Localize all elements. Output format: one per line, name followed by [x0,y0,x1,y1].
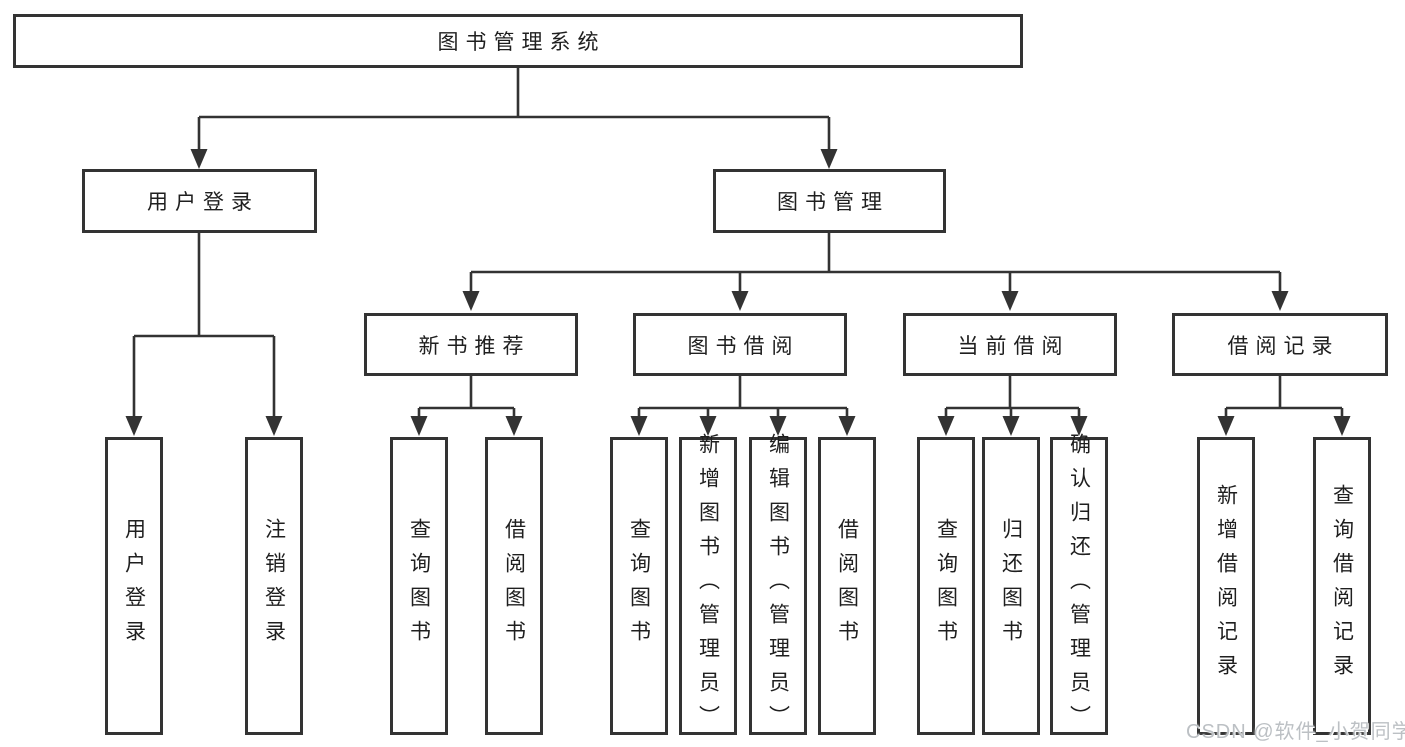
node-book-borrow: 图书借阅 [633,313,847,376]
leaf-recommend-query-books-label: 查询图书 [407,518,431,654]
node-root: 图书管理系统 [13,14,1023,68]
leaf-borrow-add-books: 新增图书（管理员） [679,433,737,739]
leaf-logout-label: 注销登录 [262,518,286,654]
leaf-borrow-add-books-label: 新增图书（管理员） [696,433,720,739]
leaf-current-confirm-return-label: 确认归还（管理员） [1067,433,1091,739]
leaf-records-add-record: 新增借阅记录 [1197,437,1255,735]
leaf-current-query-books-label: 查询图书 [934,518,958,654]
leaf-records-query-record: 查询借阅记录 [1313,437,1371,735]
leaf-recommend-query-books: 查询图书 [390,437,448,735]
leaf-borrow-edit-books: 编辑图书（管理员） [749,433,807,739]
leaf-records-add-record-label: 新增借阅记录 [1214,484,1238,688]
node-new-book-recommend: 新书推荐 [364,313,578,376]
leaf-borrow-query-books-label: 查询图书 [627,518,651,654]
leaf-borrow-borrow-books: 借阅图书 [818,437,876,735]
leaf-user-login: 用户登录 [105,437,163,735]
arrowheads [125,149,1351,436]
leaf-current-return-books: 归还图书 [982,437,1040,735]
leaf-borrow-edit-books-label: 编辑图书（管理员） [766,433,790,739]
leaf-current-query-books: 查询图书 [917,437,975,735]
leaf-records-query-record-label: 查询借阅记录 [1330,484,1354,688]
leaf-recommend-borrow-books-label: 借阅图书 [502,518,526,654]
leaf-current-return-books-label: 归还图书 [999,518,1023,654]
leaf-logout: 注销登录 [245,437,303,735]
node-borrow-records: 借阅记录 [1172,313,1388,376]
connector-path [132,68,1344,419]
leaf-recommend-borrow-books: 借阅图书 [485,437,543,735]
node-user-login: 用户登录 [82,169,317,233]
watermark-csdn: CSDN @软件_小贺同学 [1186,721,1405,743]
leaf-borrow-query-books: 查询图书 [610,437,668,735]
leaf-user-login-label: 用户登录 [122,518,146,654]
leaf-current-confirm-return: 确认归还（管理员） [1050,433,1108,739]
leaf-borrow-borrow-books-label: 借阅图书 [835,518,859,654]
node-book-mgmt: 图书管理 [713,169,946,233]
node-current-borrow: 当前借阅 [903,313,1117,376]
